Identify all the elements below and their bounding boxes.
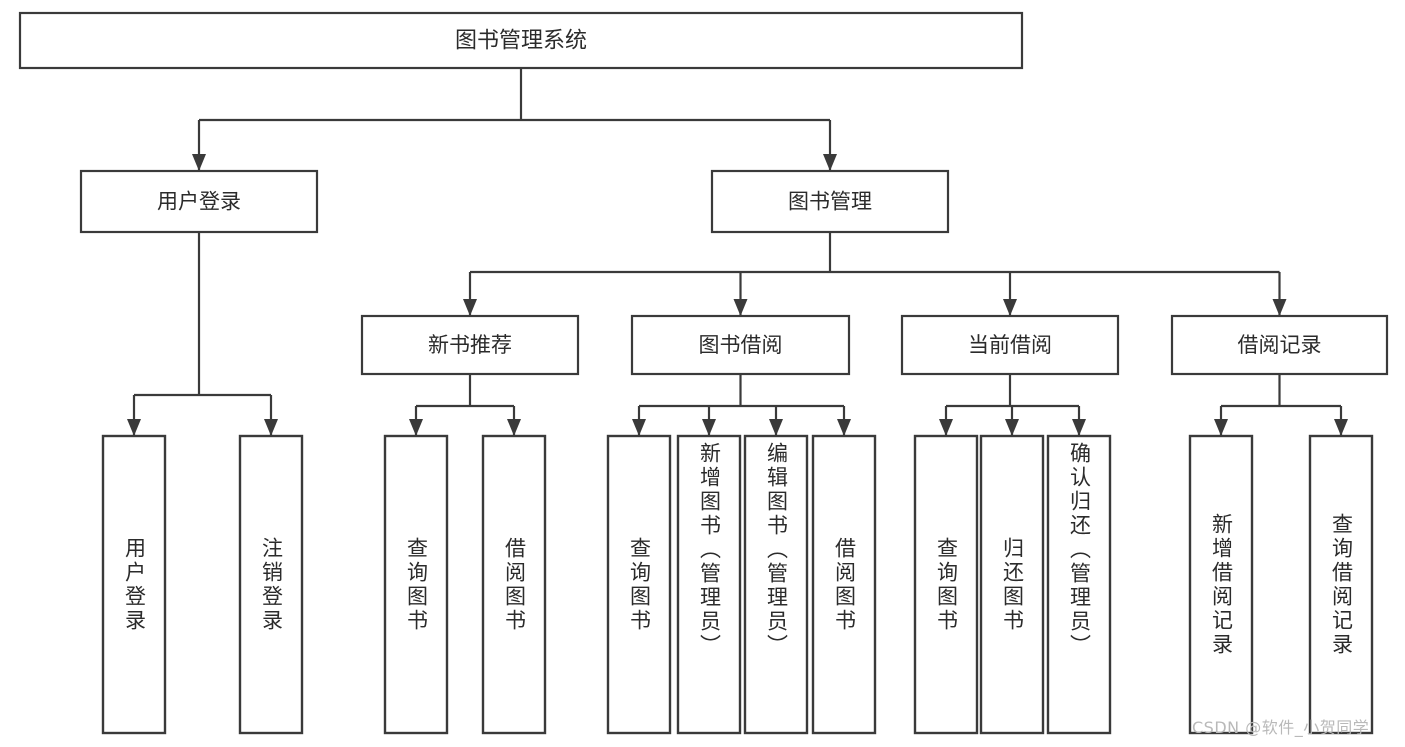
arrow-head-leaf10 [1005, 419, 1019, 436]
node-box-leaf2[interactable] [238, 434, 304, 735]
node-label-newbook: 新书推荐 [428, 333, 512, 357]
arrow-head-login [192, 154, 206, 171]
node-label-current: 当前借阅 [968, 333, 1052, 357]
arrow-head-bookmgmt [823, 154, 837, 171]
node-box-root[interactable] [18, 11, 1024, 70]
node-label-login: 用户登录 [157, 190, 241, 214]
node-box-current[interactable] [900, 314, 1120, 376]
node-box-leaf5[interactable] [606, 434, 672, 735]
node-box-leaf10[interactable] [979, 434, 1045, 735]
arrow-head-leaf3 [409, 419, 423, 436]
arrow-head-leaf6 [702, 419, 716, 436]
node-box-layer [18, 11, 1389, 735]
arrow-head-leaf5 [632, 419, 646, 436]
node-label-borrow: 图书借阅 [699, 333, 783, 357]
node-box-leaf3[interactable] [383, 434, 449, 735]
node-box-newbook[interactable] [360, 314, 580, 376]
node-box-bookmgmt[interactable] [710, 169, 950, 234]
arrow-head-newbook [463, 299, 477, 316]
node-box-leaf4[interactable] [481, 434, 547, 735]
node-label-bookmgmt: 图书管理 [788, 190, 872, 214]
node-box-login[interactable] [79, 169, 319, 234]
node-box-leaf1[interactable] [101, 434, 167, 735]
arrow-head-borrow [733, 299, 748, 316]
arrow-head-leaf2 [264, 419, 278, 436]
arrow-head-leaf13 [1334, 419, 1348, 436]
node-box-leaf8[interactable] [811, 434, 877, 735]
arrow-head-leaf4 [507, 419, 521, 436]
node-label-root: 图书管理系统 [455, 29, 587, 54]
arrow-head-current [1003, 299, 1017, 316]
arrow-head-leaf11 [1072, 419, 1086, 436]
node-box-leaf13[interactable] [1308, 434, 1374, 735]
node-box-records[interactable] [1170, 314, 1389, 376]
arrow-head-records [1272, 299, 1287, 316]
arrow-head-leaf7 [769, 419, 783, 436]
connector-layer [127, 68, 1348, 436]
node-box-leaf9[interactable] [913, 434, 979, 735]
arrow-head-leaf9 [939, 419, 953, 436]
node-box-leaf11[interactable] [1046, 434, 1112, 735]
node-box-leaf7[interactable] [743, 434, 809, 735]
node-label-records: 借阅记录 [1238, 333, 1322, 357]
node-box-borrow[interactable] [630, 314, 851, 376]
arrow-head-leaf12 [1214, 419, 1228, 436]
node-box-leaf6[interactable] [676, 434, 742, 735]
arrow-head-leaf8 [837, 419, 851, 436]
arrow-head-leaf1 [127, 419, 141, 436]
node-box-leaf12[interactable] [1188, 434, 1254, 735]
